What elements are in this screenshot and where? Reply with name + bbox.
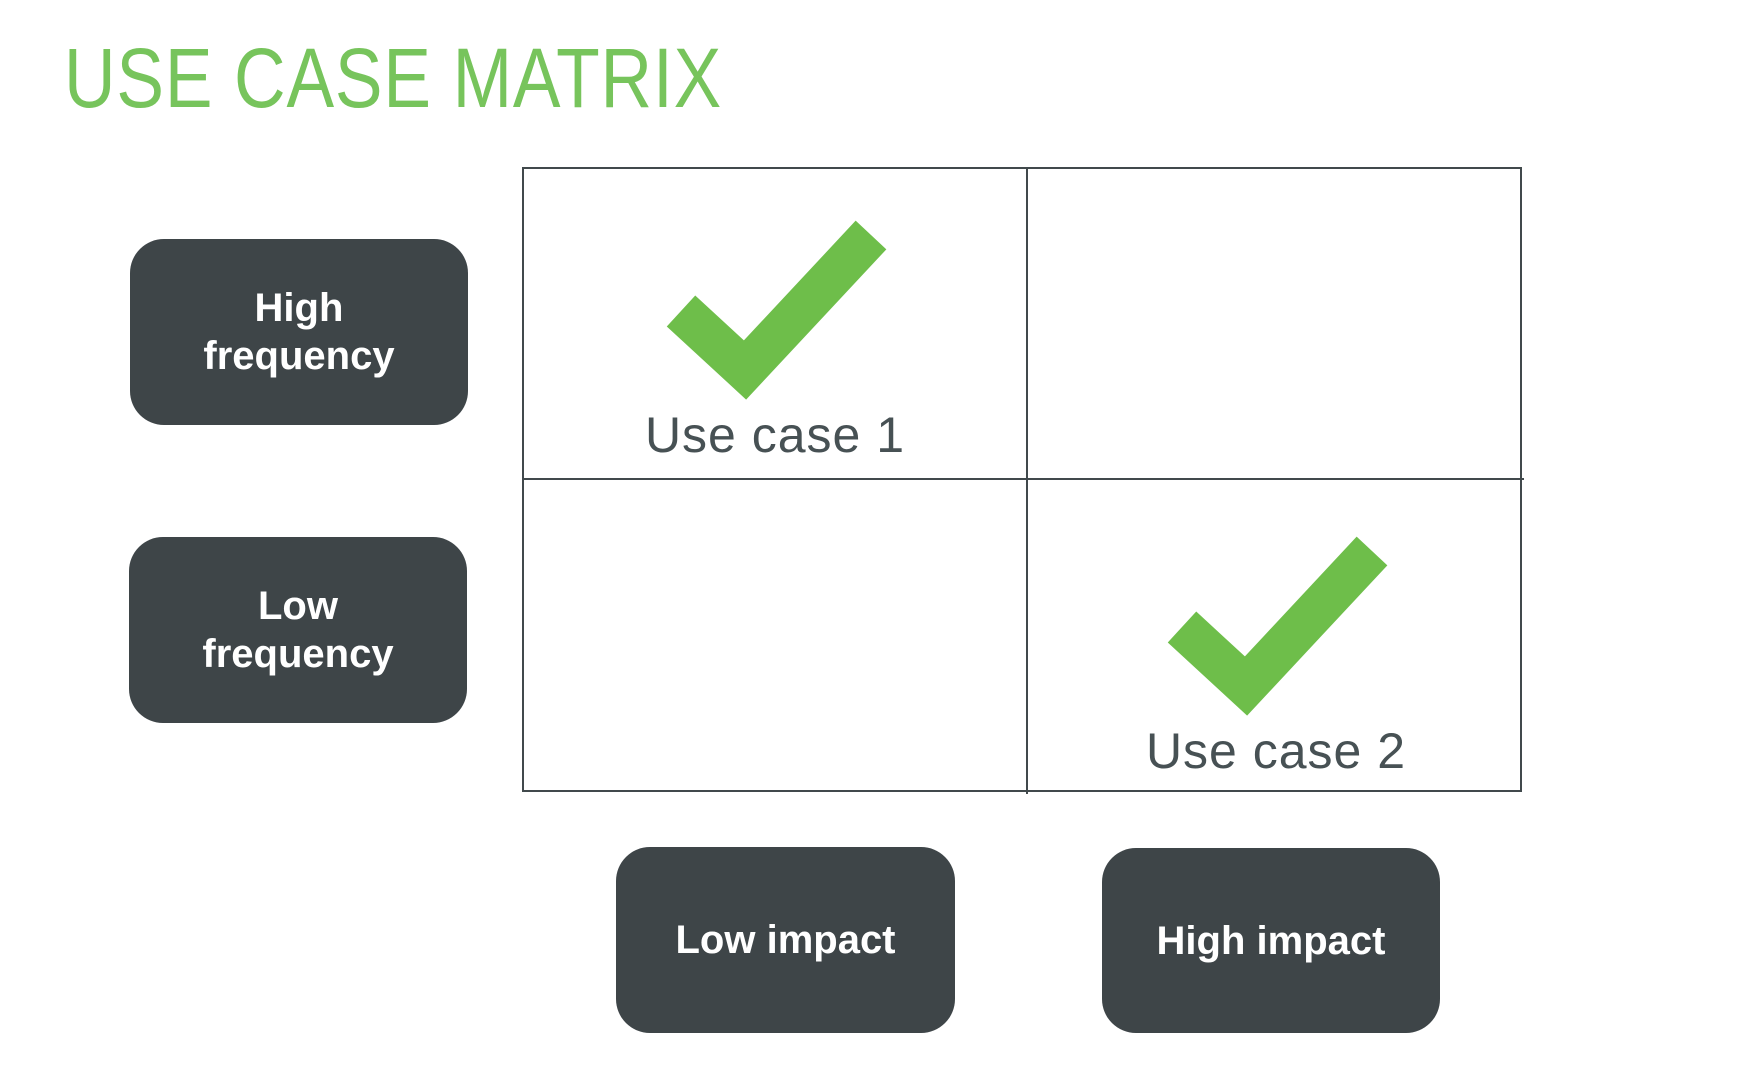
matrix-cell-high-frequency-high-impact [1028, 169, 1524, 480]
row-label-high-frequency: High frequency [130, 239, 468, 425]
use-case-2-label: Use case 2 [1145, 723, 1407, 779]
column-label-low-impact: Low impact [616, 847, 955, 1033]
matrix-cell-low-frequency-low-impact [524, 480, 1028, 794]
use-case-1-label: Use case 1 [644, 407, 906, 463]
checkmark-path [1167, 536, 1387, 716]
page-title: USE CASE MATRIX [64, 31, 723, 125]
matrix-cell-high-frequency-low-impact: Use case 1 [524, 169, 1028, 480]
checkmark-path [666, 220, 886, 400]
row-label-low-frequency: Low frequency [129, 537, 467, 723]
checkmark-icon [665, 220, 886, 400]
column-label-high-impact: High impact [1102, 848, 1440, 1033]
use-case-matrix-grid: Use case 1 Use case 2 [522, 167, 1524, 794]
matrix-cell-low-frequency-high-impact: Use case 2 [1028, 480, 1524, 794]
checkmark-icon [1166, 536, 1387, 716]
